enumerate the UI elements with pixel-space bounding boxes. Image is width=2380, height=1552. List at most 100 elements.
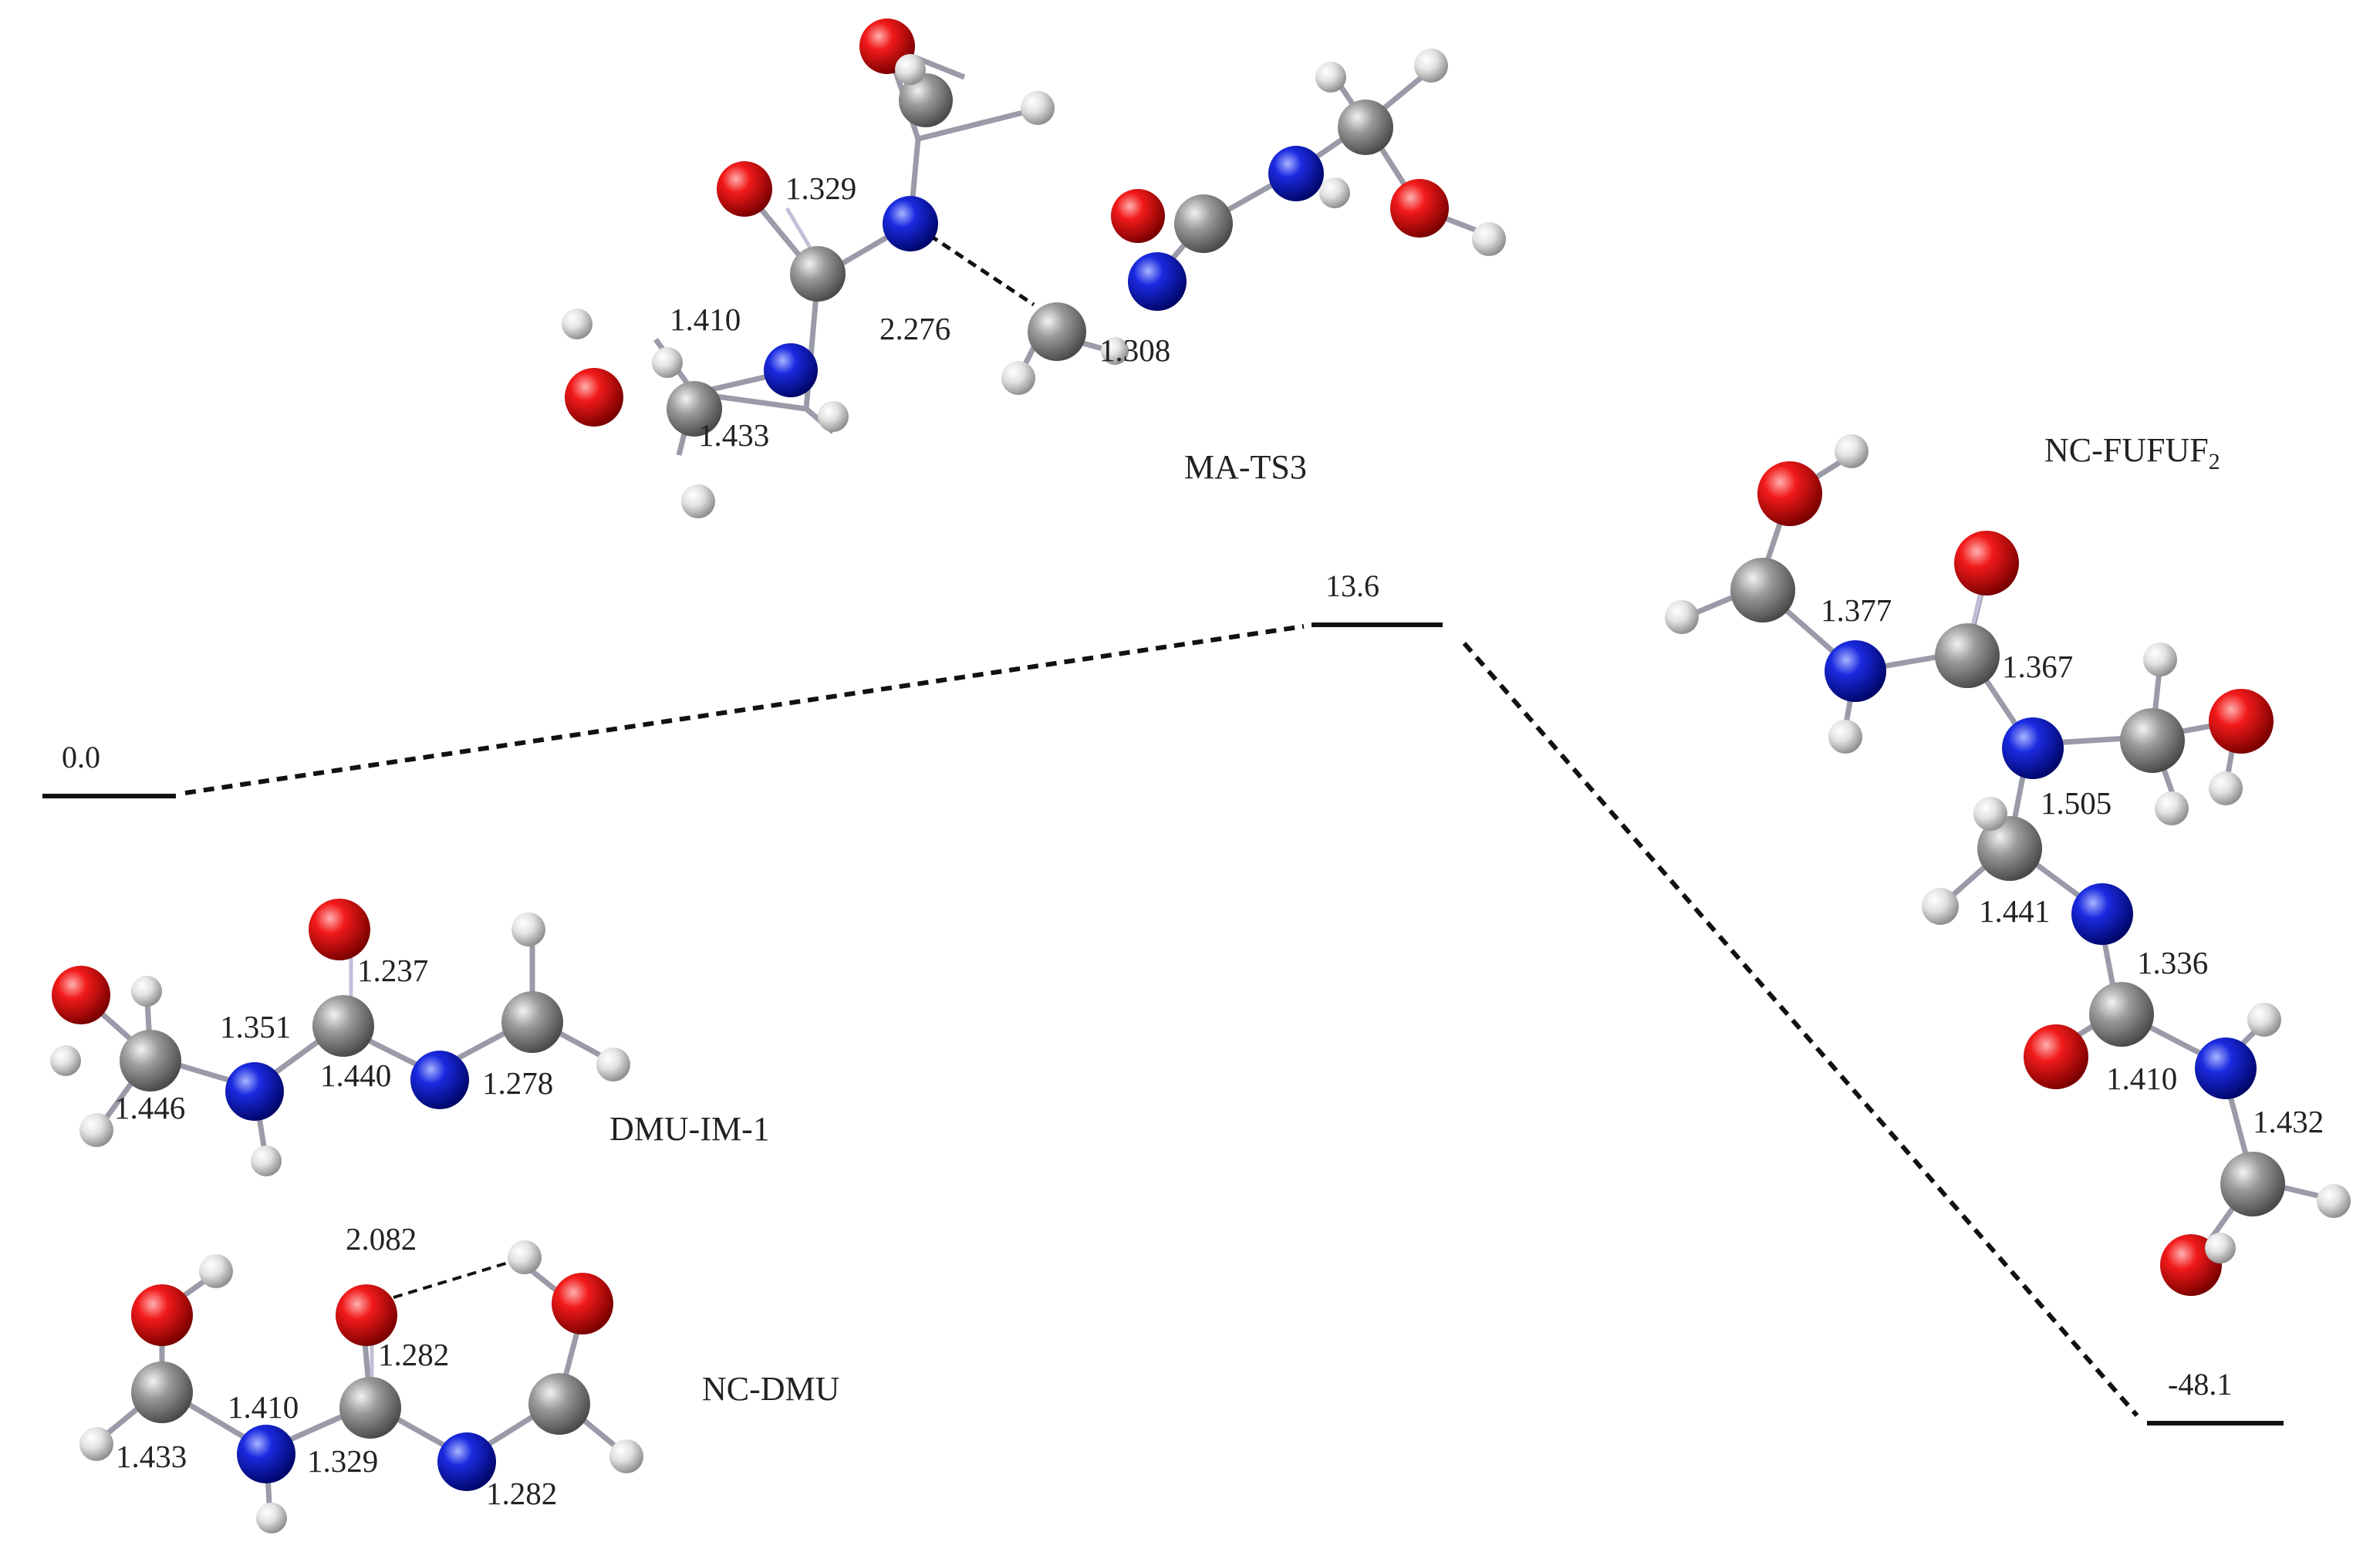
ma-ts3-bond-5: 1.433 xyxy=(698,417,769,453)
nc-dmu-atom-n-left xyxy=(237,1425,295,1483)
nc-dmu-bond-5: 1.329 xyxy=(307,1443,378,1479)
ma-ts3-bond-1: 1.329 xyxy=(785,170,856,206)
nc-fufuf2-name: NC-FUFUF2 xyxy=(2044,431,2220,474)
dmu-im1-atom-o-carbonyl xyxy=(309,899,370,960)
nc-fufuf2-atom-c-top xyxy=(1730,558,1795,622)
ma-ts3-atom-h-left xyxy=(562,309,592,339)
nc-dmu-bond-4: 1.433 xyxy=(116,1439,187,1474)
nc-fufuf2-name-subscript: 2 xyxy=(2209,449,2220,474)
nc-dmu-atom-h-n xyxy=(256,1503,287,1533)
nc-fufuf2-bond-6: 1.410 xyxy=(2106,1061,2177,1096)
nc-fufuf2-atom-c-carbonyl-1 xyxy=(1935,623,2000,688)
nc-fufuf2-atom-n-3 xyxy=(2071,883,2133,945)
ma-ts3-name: MA-TS3 xyxy=(1184,448,1307,486)
nc-dmu-atom-h-o-left xyxy=(199,1254,233,1288)
ma-ts3-bond-2: 1.410 xyxy=(670,302,741,337)
dmu-im1-atom-h-bottom xyxy=(79,1113,113,1147)
nc-dmu-atom-n-right xyxy=(437,1432,496,1491)
nc-dmu-bond-2: 1.282 xyxy=(378,1337,449,1372)
nc-fufuf2-atom-h-bridge-2 xyxy=(1922,888,1959,925)
nc-fufuf2-bond-7: 1.432 xyxy=(2253,1104,2324,1139)
nc-fufuf2-atom-c-bottom xyxy=(2220,1152,2285,1216)
ma-ts3-atom-o-right2 xyxy=(1390,179,1449,238)
dmu-im1-bond-5: 1.446 xyxy=(114,1090,185,1125)
nc-dmu-atom-h-left xyxy=(79,1427,113,1461)
nc-fufuf2-bond-2: 1.367 xyxy=(2002,649,2073,684)
dmu-im1-bond-1: 1.237 xyxy=(357,953,428,988)
ma-ts3-atom-h-top2 xyxy=(1021,91,1055,125)
ma-ts3-bond-3: 2.276 xyxy=(879,311,950,346)
ma-ts3-atom-n-center xyxy=(883,196,938,251)
nc-fufuf2-atom-h-o-top xyxy=(1835,434,1869,468)
nc-dmu-bond-3: 1.410 xyxy=(228,1389,299,1425)
nc-dmu-atom-o-carbonyl xyxy=(336,1284,397,1346)
ma-ts3-atom-n-left xyxy=(764,343,818,397)
nc-dmu-atom-c-right xyxy=(528,1373,590,1435)
dmu-im1-atom-c-right xyxy=(501,991,563,1053)
nc-dmu-atom-o-left xyxy=(131,1284,193,1346)
ma-ts3-atom-o-carbonyl xyxy=(717,161,772,217)
nc-fufuf2-atom-o-carbonyl-2 xyxy=(2024,1024,2088,1089)
nc-fufuf2-atom-n-1 xyxy=(1825,640,1886,702)
ma-ts3-atom-n-right1 xyxy=(1128,252,1187,311)
molecule-nc-fufuf2: 1.377 1.367 1.505 1.441 1.336 1.410 1.43… xyxy=(1665,431,2351,1296)
dmu-im1-atom-h-n xyxy=(251,1145,282,1176)
ma-ts3-forming-bond-dash xyxy=(928,233,1035,307)
nc-fufuf2-atom-c-bridge xyxy=(1977,816,2042,881)
ma-ts3-atom-c-left xyxy=(667,381,722,437)
nc-dmu-bond-6: 1.282 xyxy=(486,1476,557,1511)
nc-fufuf2-atom-n-2 xyxy=(2002,717,2064,779)
nc-dmu-hbond-dash xyxy=(393,1260,514,1299)
nc-fufuf2-bond-4: 1.441 xyxy=(1979,893,2050,929)
nc-fufuf2-atom-h-top-left xyxy=(1665,600,1699,634)
ma-ts3-atom-h-bridge1 xyxy=(1001,361,1035,395)
ma-ts3-atom-h-down xyxy=(681,484,715,518)
nc-fufuf2-bond-5: 1.336 xyxy=(2137,945,2208,980)
level-product-label: -48.1 xyxy=(2168,1367,2232,1402)
level-start-label: 0.0 xyxy=(62,740,100,774)
ma-ts3-atom-h-right3 xyxy=(1472,222,1506,256)
dmu-im1-atom-n-left xyxy=(225,1062,284,1121)
nc-fufuf2-atom-h-o-right xyxy=(2209,771,2243,805)
nc-dmu-atom-c-carbonyl xyxy=(339,1377,401,1439)
dmu-im1-bond-4: 1.278 xyxy=(482,1065,553,1101)
nc-fufuf2-atom-o-top xyxy=(1757,461,1822,526)
dmu-im1-bond-2: 1.351 xyxy=(220,1009,291,1044)
ma-ts3-atom-h-right-n xyxy=(1319,177,1350,208)
dmu-im1-atom-h-right2 xyxy=(596,1048,630,1081)
level-ts3-label: 13.6 xyxy=(1325,569,1379,603)
dmu-im1-atom-c-left xyxy=(120,1030,181,1091)
nc-fufuf2-name-main: NC-FUFUF xyxy=(2044,431,2209,469)
dmu-im1-atom-h-top xyxy=(131,976,162,1007)
ma-ts3-atom-o-right xyxy=(1111,189,1165,243)
nc-fufuf2-atom-o-carbonyl-1 xyxy=(1954,531,2019,595)
ma-ts3-atom-h-right1 xyxy=(1315,62,1346,93)
ma-ts3-atom-h-up xyxy=(652,347,683,378)
nc-fufuf2-atom-o-right xyxy=(2209,689,2274,754)
ma-ts3-atom-c-carbonyl xyxy=(790,246,846,302)
nc-fufuf2-atom-h-c-right-top xyxy=(2143,643,2177,676)
nc-fufuf2-atom-h-bridge-1 xyxy=(1973,797,2007,831)
ma-ts3-atom-c-bridge xyxy=(1028,302,1086,361)
nc-fufuf2-atom-n-4 xyxy=(2195,1037,2257,1099)
ma-ts3-bond-4: 1.308 xyxy=(1099,332,1170,368)
ma-ts3-atom-h-right2 xyxy=(1414,49,1448,83)
nc-dmu-atom-c-left xyxy=(131,1361,193,1423)
dmu-im1-atom-h-o xyxy=(50,1045,81,1076)
molecule-ma-ts3: 1.329 1.410 2.276 1.308 1.433 MA-TS3 xyxy=(562,19,1506,518)
dmu-im1-atom-o-left xyxy=(52,966,110,1024)
nc-fufuf2-atom-h-bottom-right xyxy=(2317,1184,2351,1218)
ma-ts3-atom-h-bridge2 xyxy=(1101,337,1129,365)
molecule-dmu-im1: 1.237 1.351 1.440 1.278 1.446 DMU-IM-1 xyxy=(50,899,770,1176)
connector-ts3-product xyxy=(1462,642,2139,1417)
nc-dmu-name: NC-DMU xyxy=(702,1370,839,1408)
dmu-im1-atom-c-carbonyl xyxy=(312,995,374,1057)
nc-fufuf2-atom-h-n-1 xyxy=(1828,720,1862,754)
nc-dmu-atom-h-o-right xyxy=(508,1240,542,1274)
ma-ts3-atom-c-top xyxy=(899,73,953,127)
dmu-im1-atom-n-right xyxy=(410,1051,469,1109)
nc-fufuf2-bond-3: 1.505 xyxy=(2041,785,2112,821)
nc-dmu-bond-1: 2.082 xyxy=(346,1221,417,1257)
nc-dmu-atom-o-right xyxy=(552,1273,613,1334)
